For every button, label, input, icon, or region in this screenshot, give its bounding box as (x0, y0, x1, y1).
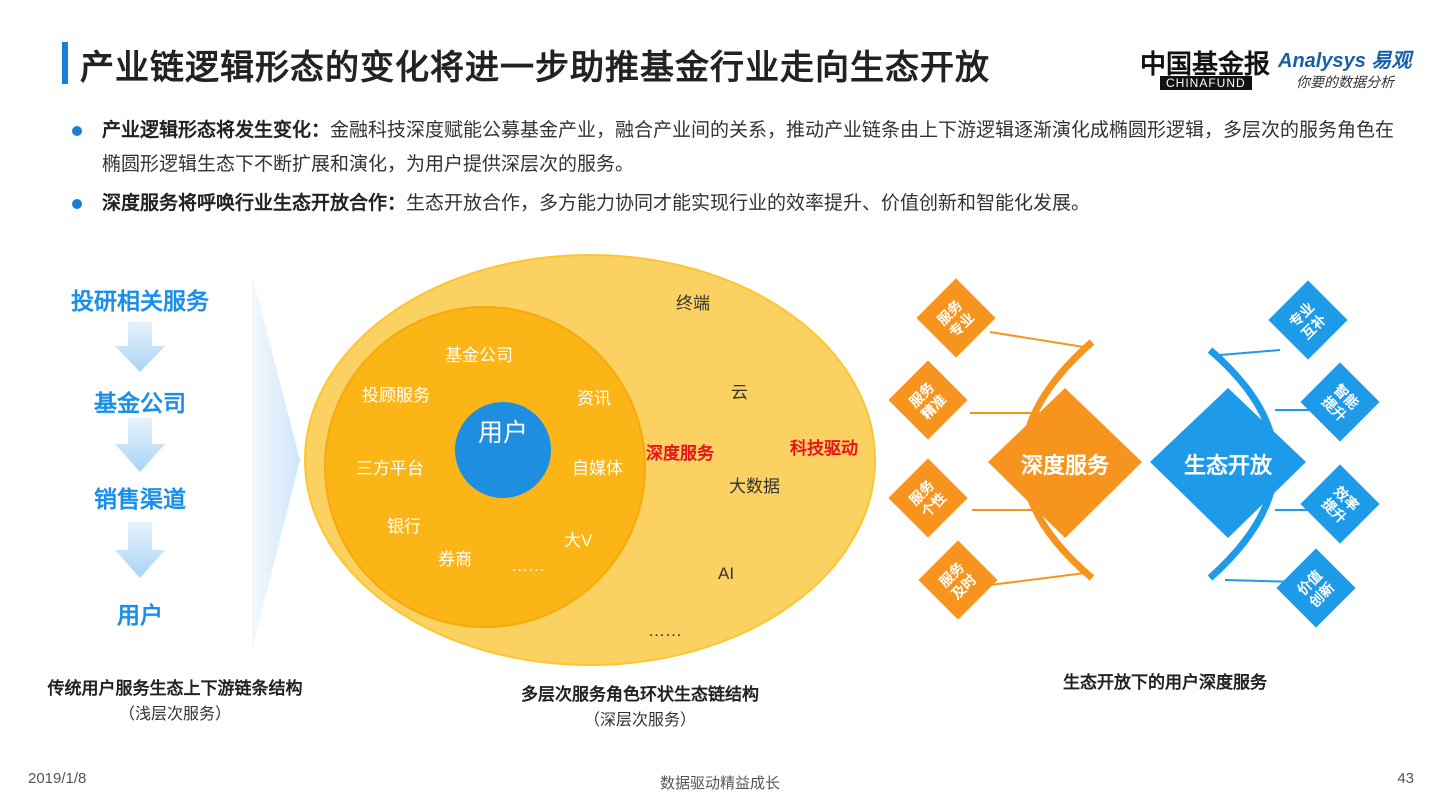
middle-caption: 多层次服务角色环状生态链结构 (521, 685, 759, 704)
bullet-2-heading: 深度服务将呼唤行业生态开放合作： (102, 193, 407, 214)
inner-label-bank: 银行 (387, 517, 421, 536)
analysys-logo: Analysys 易观 (1278, 50, 1412, 72)
outer-label-cloud: 云 (731, 383, 748, 402)
right-caption: 生态开放下的用户深度服务 (1063, 673, 1267, 692)
flow-node-fund-company: 基金公司 (94, 390, 186, 416)
inner-label-third-party: 三方平台 (356, 459, 424, 478)
left-flow-graphics (115, 275, 300, 650)
bullet-dot-icon (72, 126, 82, 136)
footer-date: 2019/1/8 (28, 770, 87, 787)
eco-open-label: 生态开放 (1183, 453, 1272, 478)
analysys-slogan: 你要的数据分析 (1296, 74, 1394, 90)
inner-label-broker: 券商 (438, 550, 472, 569)
inner-label-advisory: 投顾服务 (362, 386, 430, 405)
left-caption: 传统用户服务生态上下游链条结构 (47, 679, 303, 698)
bullet-2-text: 生态开放合作，多方能力协同才能实现行业的效率提升、价值创新和智能化发展。 (406, 193, 1091, 214)
inner-label-ellipsis: …… (511, 556, 545, 575)
flow-node-sales-channel: 销售渠道 (94, 486, 186, 512)
deep-service-label: 深度服务 (1020, 453, 1109, 478)
flow-node-research: 投研相关服务 (71, 288, 209, 314)
chinafund-logo: 中国基金报 (1140, 50, 1271, 80)
inner-label-info: 资讯 (577, 389, 611, 408)
down-arrow-icon (115, 418, 165, 472)
down-arrow-icon (115, 322, 165, 372)
center-user-label: 用户 (478, 419, 529, 447)
outer-label-ai: AI (718, 564, 735, 583)
user-circle (455, 402, 551, 498)
inner-label-self-media: 自媒体 (572, 459, 623, 478)
inner-label-fund-company: 基金公司 (445, 346, 513, 365)
inner-tag-deep-service: 深度服务 (646, 444, 714, 463)
bullet-1: 产业逻辑形态将发生变化：金融科技深度赋能公募基金产业，融合产业间的关系，推动产业… (72, 114, 1402, 182)
page-number: 43 (1397, 770, 1414, 787)
deep-service-diamond (988, 388, 1142, 538)
title-accent-bar (62, 42, 68, 84)
bullet-2: 深度服务将呼唤行业生态开放合作：生态开放合作，多方能力协同才能实现行业的效率提升… (72, 187, 1402, 221)
ecosystem-graphics (888, 278, 1380, 628)
down-arrow-icon (115, 522, 165, 578)
bullet-dot-icon (72, 199, 82, 209)
footer-slogan: 数据驱动精益成长 (659, 775, 780, 792)
eco-open-diamond (1150, 388, 1306, 538)
page-title: 产业链逻辑形态的变化将进一步助推基金行业走向生态开放 (80, 49, 990, 87)
inner-label-kol: 大V (564, 531, 593, 550)
middle-sub-caption: （深层次服务） (583, 712, 696, 729)
bullet-1-heading: 产业逻辑形态将发生变化： (102, 120, 331, 141)
chevron-right-icon (252, 275, 300, 650)
outer-label-ellipsis: …… (648, 621, 682, 640)
flow-node-user: 用户 (117, 602, 163, 628)
outer-label-terminal: 终端 (676, 294, 710, 313)
outer-label-big-data: 大数据 (729, 477, 780, 496)
chinafund-logo-sub: CHINAFUND (1160, 76, 1252, 90)
ellipse-graphics (304, 254, 876, 666)
left-sub-caption: （浅层次服务） (118, 706, 231, 723)
bullet-1-text: 金融科技深度赋能公募基金产业，融合产业间的关系，推动产业链条由上下游逻辑逐渐演化… (102, 120, 1395, 175)
outer-tag-tech-driven: 科技驱动 (790, 439, 858, 458)
